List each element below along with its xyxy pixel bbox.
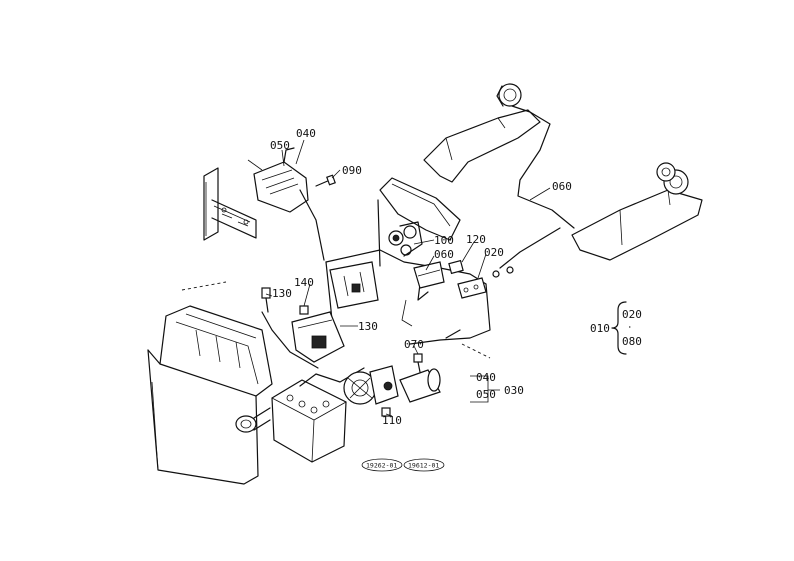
label-040-bot: 040 xyxy=(476,371,496,384)
label-020-mid: 020 xyxy=(484,246,504,259)
label-090: 090 xyxy=(342,164,362,177)
label-040-top: 040 xyxy=(296,127,316,140)
part-labels: 040 050 090 060 100 120 060 020 140 130 … xyxy=(270,127,642,427)
connector-060 xyxy=(413,261,445,289)
label-050-bot: 050 xyxy=(476,388,496,401)
label-010: 010 xyxy=(590,322,610,335)
brace-separator: ‧ xyxy=(628,321,632,334)
headlight xyxy=(235,407,271,433)
relay-120 xyxy=(448,259,464,275)
front-hood-body xyxy=(147,281,259,485)
label-070: 070 xyxy=(404,338,424,351)
battery xyxy=(271,379,347,463)
label-020-brace: 020 xyxy=(622,308,642,321)
connector-020 xyxy=(457,266,514,299)
label-140: 140 xyxy=(294,276,314,289)
clip-140 xyxy=(299,305,309,315)
label-050-top: 050 xyxy=(270,139,290,152)
label-110: 110 xyxy=(382,414,402,427)
front-grille-housing xyxy=(159,305,273,397)
bolt-090 xyxy=(315,174,336,187)
fuse-box-040 xyxy=(247,147,309,213)
fuse-box-bracket xyxy=(203,167,257,241)
key-switch-100 xyxy=(388,221,423,257)
label-060-right: 060 xyxy=(552,180,572,193)
ref-stamp-1: 19262-01 xyxy=(366,462,397,470)
label-080: 080 xyxy=(622,335,642,348)
rear-fender-left xyxy=(423,109,541,183)
starter-motor xyxy=(383,368,441,403)
label-120: 120 xyxy=(466,233,486,246)
lamp-harness-060 xyxy=(499,105,575,269)
work-lamp-right xyxy=(656,162,689,195)
leader-lines xyxy=(265,139,551,417)
main-harness xyxy=(299,189,491,345)
label-130-left: 130 xyxy=(272,287,292,300)
fuse-110 xyxy=(381,407,391,417)
meter-panel xyxy=(377,177,461,267)
relay-block xyxy=(329,261,379,309)
bolt-030-group xyxy=(445,329,491,359)
label-030: 030 xyxy=(504,384,524,397)
connector-070 xyxy=(413,353,423,373)
rear-fender-right xyxy=(571,189,703,261)
work-lamp-top xyxy=(496,83,522,107)
label-130-mid: 130 xyxy=(358,320,378,333)
starter-relay-block xyxy=(291,311,345,363)
ref-stamp-2: 19612-01 xyxy=(408,462,439,470)
brace-group-010 xyxy=(611,301,627,355)
reference-stamps: 19262-01 19612-01 xyxy=(361,458,445,472)
connector-130-left xyxy=(261,287,271,313)
alternator xyxy=(343,365,399,405)
label-060-mid: 060 xyxy=(434,248,454,261)
label-100: 100 xyxy=(434,234,454,247)
